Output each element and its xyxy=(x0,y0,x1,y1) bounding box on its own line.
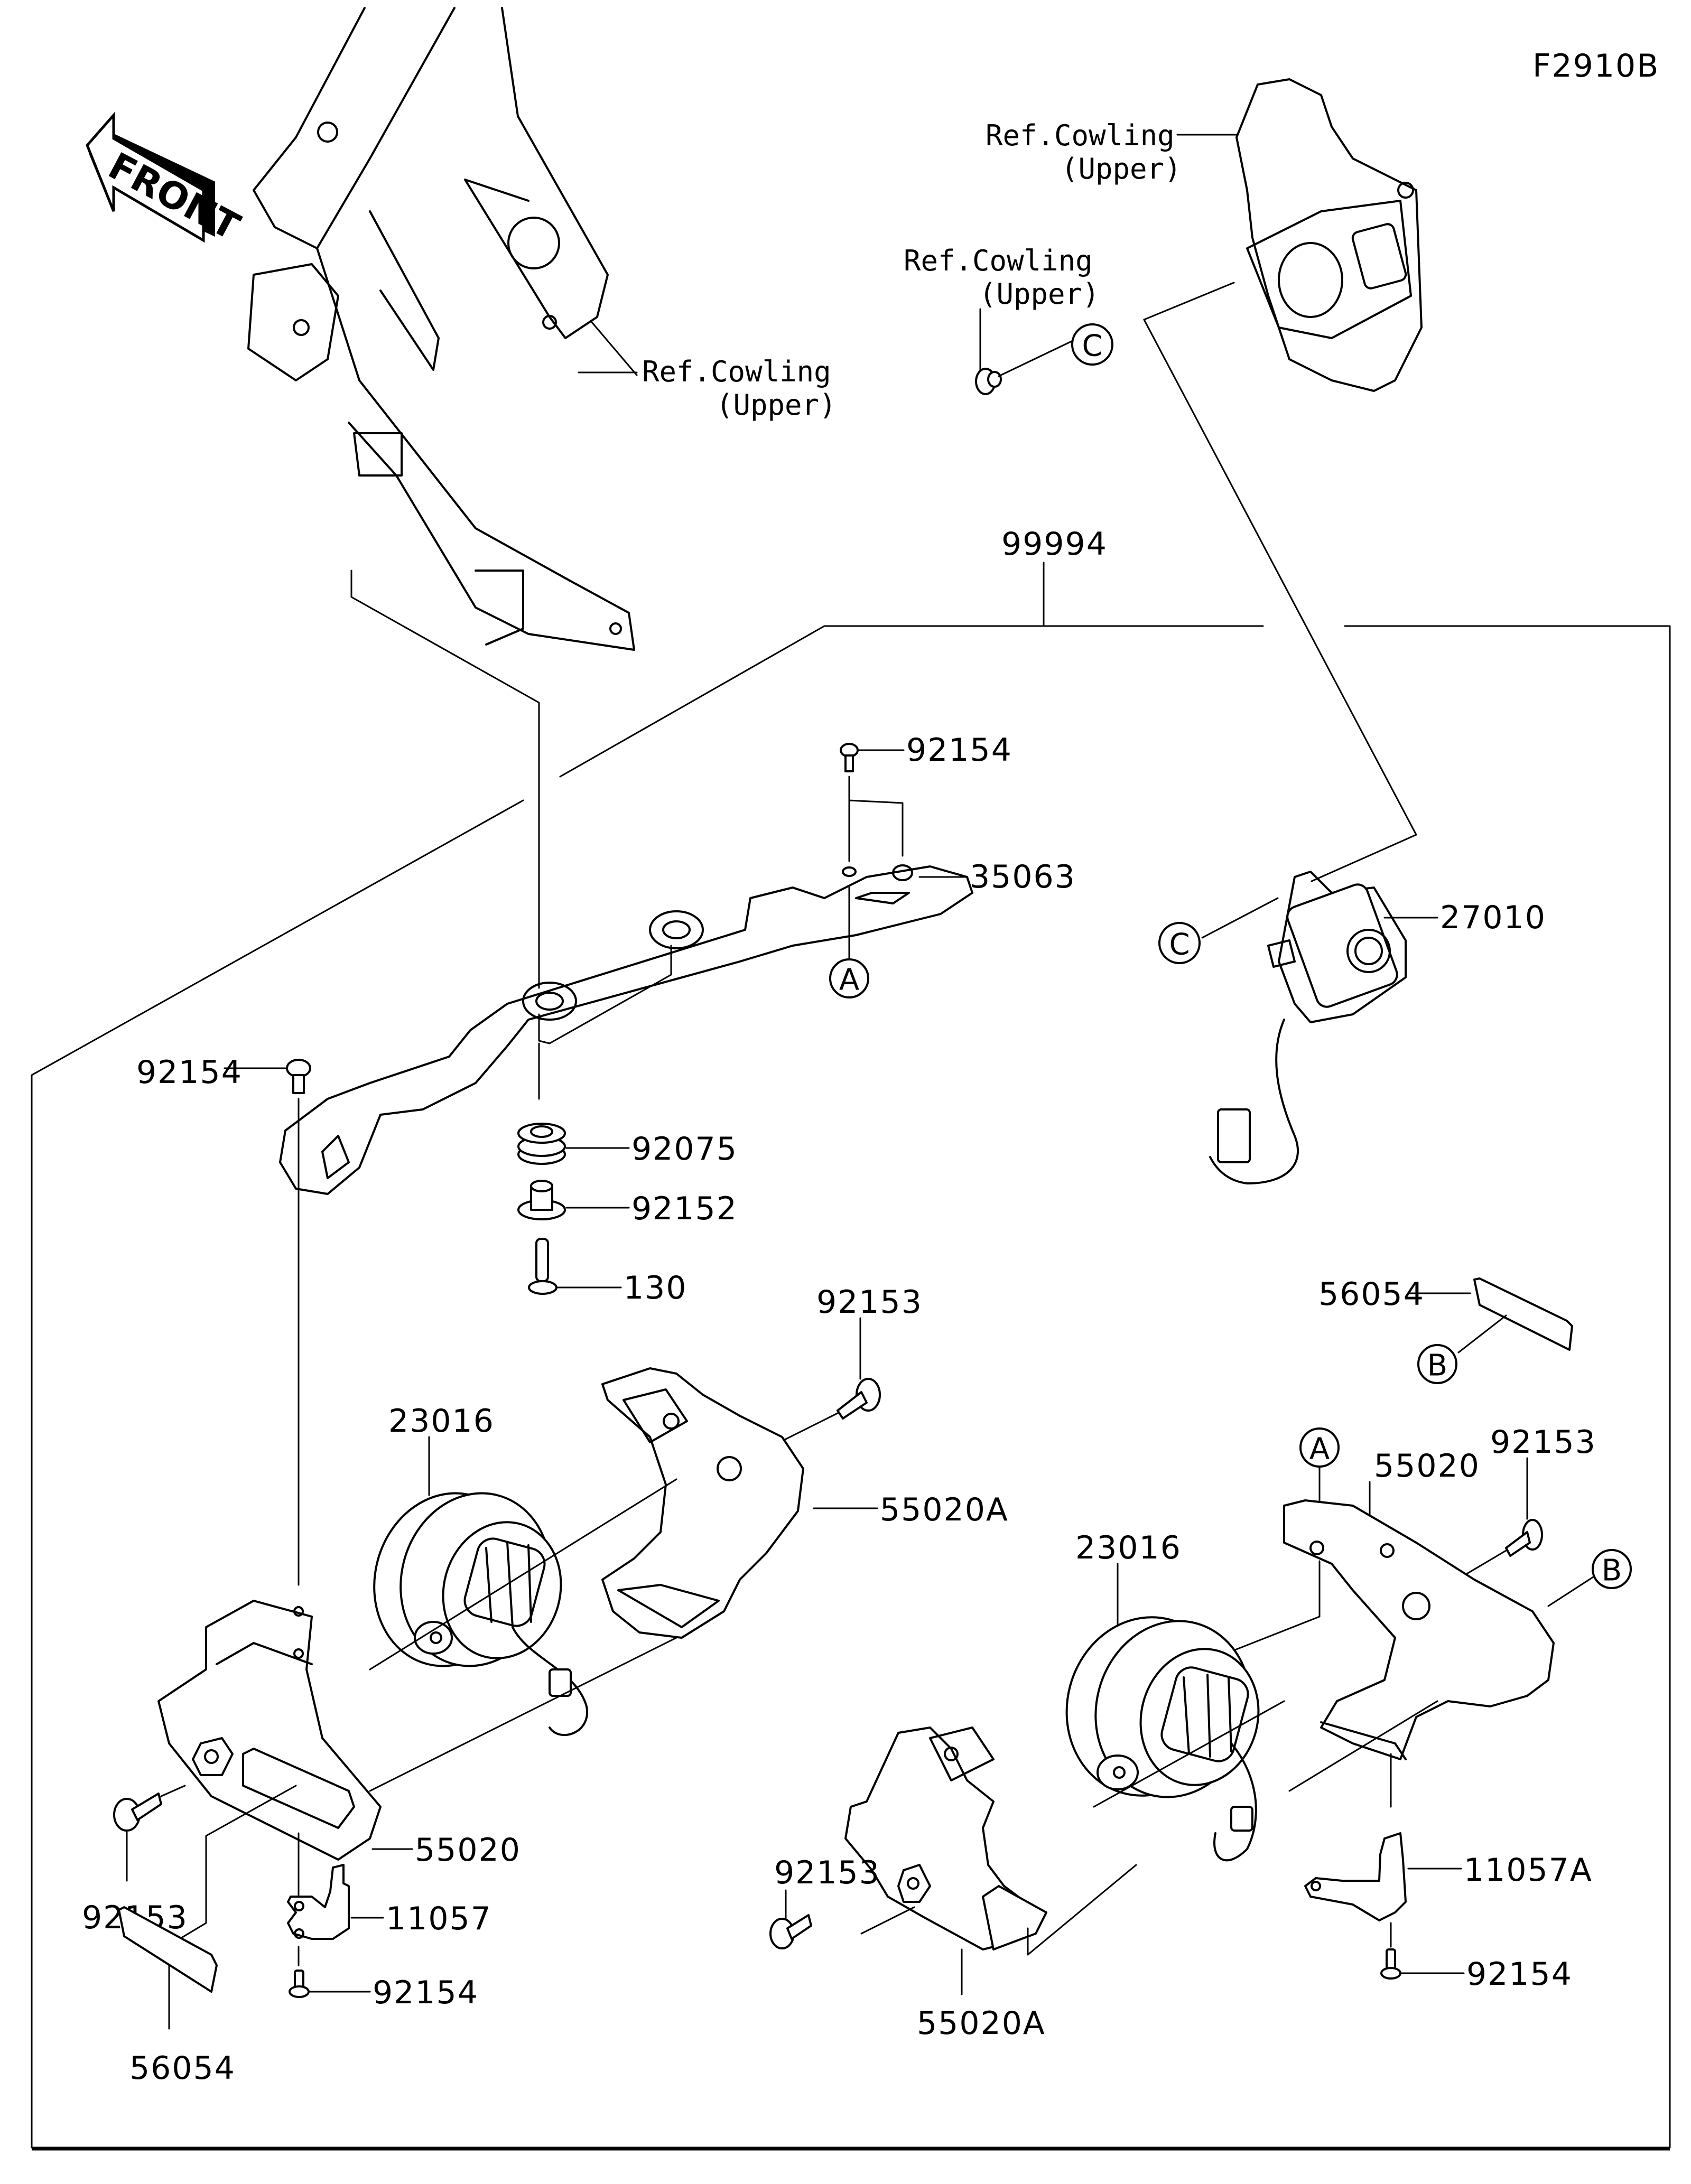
diagram-id: F2910B xyxy=(1532,48,1659,85)
cowling-icon xyxy=(1235,78,1423,392)
marker-c-top: C xyxy=(1071,323,1113,366)
marker-c-lower: C xyxy=(1158,922,1201,964)
svg-text:C: C xyxy=(1082,329,1102,363)
cover-55020a-left-icon xyxy=(601,1367,804,1639)
collar-92152-icon xyxy=(517,1180,566,1220)
lamp-23016-right-icon xyxy=(1065,1616,1260,1862)
reflector-56054-icon xyxy=(118,1906,218,1993)
ref-cowling-label: Ref.Cowling xyxy=(986,119,1175,152)
part-number-92154[interactable]: 92154 xyxy=(1466,1956,1573,1993)
svg-text:C: C xyxy=(1169,928,1190,962)
reflector-56054-icon xyxy=(1473,1277,1573,1351)
bolt-92154-icon xyxy=(289,1970,310,1998)
bracket-11057a-icon xyxy=(1304,1832,1407,1921)
svg-text:A: A xyxy=(1309,1432,1330,1467)
bolt-92154-icon xyxy=(1380,1948,1401,1980)
cover-55020a-right-icon xyxy=(844,1726,1047,1950)
front-label: FRONT xyxy=(101,144,247,249)
lamp-23016-left-icon xyxy=(373,1492,589,1737)
marker-b-right-upper: B xyxy=(1417,1344,1457,1384)
screw-92153-icon xyxy=(837,1378,881,1420)
ref-cowling-label: Ref.Cowling xyxy=(904,244,1093,277)
cover-55020-right-icon xyxy=(1283,1499,1555,1760)
part-number-55020[interactable]: 55020 xyxy=(415,1832,521,1869)
cover-55020-left-icon xyxy=(157,1600,382,1861)
part-number-11057[interactable]: 11057 xyxy=(386,1900,492,1937)
part-number-27010[interactable]: 27010 xyxy=(1440,899,1546,936)
bracket-11057-icon xyxy=(287,1864,350,1940)
socket-27010-icon xyxy=(1209,871,1407,1184)
part-number-55020a[interactable]: 55020A xyxy=(880,1491,1009,1528)
part-number-55020[interactable]: 55020 xyxy=(1374,1448,1480,1485)
marker-a-upper: A xyxy=(829,958,869,998)
part-number-56054[interactable]: 56054 xyxy=(129,2050,236,2087)
frame-icon xyxy=(247,7,635,651)
svg-text:B: B xyxy=(1427,1349,1447,1383)
bolt-130-icon xyxy=(528,1238,558,1295)
svg-text:A: A xyxy=(839,963,859,997)
part-number-35063[interactable]: 35063 xyxy=(970,858,1076,895)
ref-cowling-sublabel: (Upper) xyxy=(979,277,1100,311)
bracket-35063-icon xyxy=(279,865,973,1195)
part-number-23016[interactable]: 23016 xyxy=(1075,1529,1182,1566)
screw-92153-icon xyxy=(769,1914,812,1949)
front-arrow-icon: FRONT xyxy=(86,111,247,249)
ref-cowling-label: Ref.Cowling xyxy=(642,355,831,388)
part-number-92153[interactable]: 92153 xyxy=(1490,1424,1596,1461)
part-number-55020a[interactable]: 55020A xyxy=(917,2005,1046,2042)
screw-92153-icon xyxy=(1505,1519,1543,1557)
part-number-99994[interactable]: 99994 xyxy=(1001,526,1108,563)
marker-b-right-lower: B xyxy=(1592,1549,1632,1589)
part-number-92154[interactable]: 92154 xyxy=(136,1054,243,1091)
part-number-92153[interactable]: 92153 xyxy=(774,1854,880,1891)
ref-cowling-sublabel: (Upper) xyxy=(716,388,837,422)
part-number-92152[interactable]: 92152 xyxy=(631,1190,738,1227)
bolt-92154-icon xyxy=(286,1059,311,1094)
grommet-92075-icon xyxy=(517,1123,566,1165)
part-number-23016[interactable]: 23016 xyxy=(388,1403,495,1440)
marker-a-lower: A xyxy=(1299,1427,1340,1468)
part-number-92153[interactable]: 92153 xyxy=(816,1284,923,1321)
svg-text:B: B xyxy=(1602,1554,1622,1588)
screw-icon xyxy=(975,368,1002,395)
ref-cowling-sublabel: (Upper) xyxy=(1061,152,1182,185)
part-number-92075[interactable]: 92075 xyxy=(631,1131,738,1168)
part-number-130[interactable]: 130 xyxy=(624,1270,687,1306)
screw-92153-icon xyxy=(113,1793,162,1832)
part-number-92154[interactable]: 92154 xyxy=(906,732,1012,769)
bolt-92154-icon xyxy=(840,743,859,772)
part-number-92154[interactable]: 92154 xyxy=(373,1974,479,2011)
part-number-11057a[interactable]: 11057A xyxy=(1464,1852,1593,1889)
part-number-56054[interactable]: 56054 xyxy=(1318,1276,1425,1313)
